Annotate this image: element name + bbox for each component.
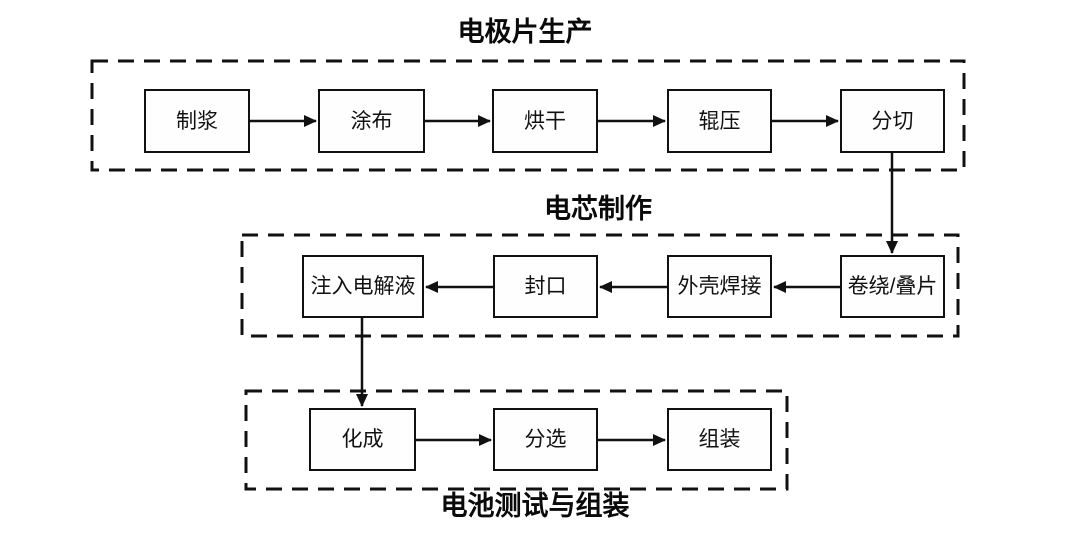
node-slurry: 制浆	[144, 89, 250, 153]
section-title-electrode: 电极片生产	[457, 17, 593, 47]
section-border-electrode	[90, 59, 966, 172]
node-electrolyte-filling: 注入电解液	[302, 255, 424, 318]
node-slitting: 分切	[840, 89, 945, 153]
section-border-cell	[240, 233, 960, 338]
node-calendering: 辊压	[667, 89, 772, 153]
node-formation: 化成	[309, 408, 416, 471]
node-drying: 烘干	[492, 89, 598, 153]
section-title-test: 电池测试与组装	[440, 491, 630, 521]
section-border-test	[244, 389, 789, 491]
node-assembly: 组装	[667, 408, 772, 471]
node-sorting: 分选	[493, 408, 598, 471]
node-sealing: 封口	[493, 255, 598, 318]
node-case-welding: 外壳焊接	[667, 255, 772, 318]
node-winding-stacking: 卷绕/叠片	[840, 255, 945, 318]
node-coating: 涂布	[318, 89, 425, 153]
section-title-cell: 电芯制作	[544, 194, 652, 224]
